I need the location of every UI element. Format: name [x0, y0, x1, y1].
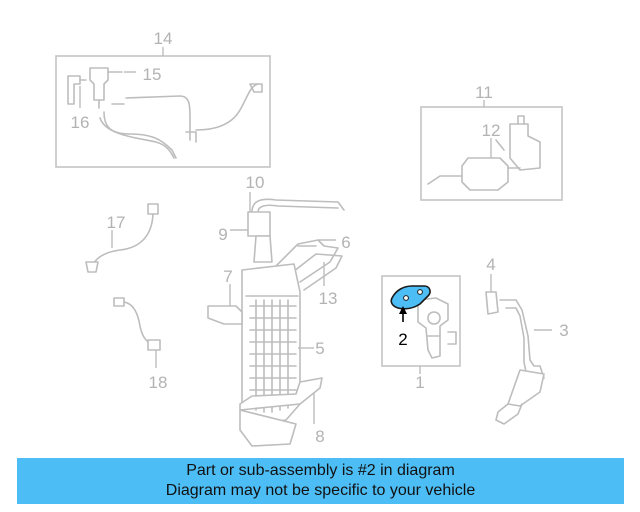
- group-box-11: [420, 100, 563, 201]
- callout-16: 16: [71, 113, 90, 132]
- callout-9: 9: [218, 225, 227, 244]
- sensor-17: [85, 203, 159, 273]
- callout-6: 6: [341, 233, 350, 252]
- callout-3: 3: [559, 321, 568, 340]
- tube-3: [485, 274, 552, 425]
- callout-8: 8: [315, 427, 324, 446]
- group-box-1: [381, 275, 461, 374]
- callout-1: 1: [415, 373, 424, 392]
- callout-5: 5: [315, 339, 324, 358]
- callout-17: 17: [107, 213, 126, 232]
- callout-15: 15: [143, 65, 162, 84]
- callout-4: 4: [486, 255, 495, 274]
- callout-11: 11: [475, 83, 493, 102]
- canister-assembly: [207, 192, 345, 447]
- callout-18: 18: [149, 373, 168, 392]
- parts-diagram: 14 15 16 11 12 10 9 6 17 7 13 5 18 8 4 3…: [55, 29, 569, 447]
- sensor-18: [113, 297, 161, 368]
- callout-7: 7: [223, 267, 232, 286]
- callout-2-highlighted: 2: [398, 330, 407, 349]
- banner-line-1: Part or sub-assembly is #2 in diagram: [186, 462, 455, 479]
- info-banner: Part or sub-assembly is #2 in diagram Di…: [17, 458, 624, 504]
- banner-line-2: Diagram may not be specific to your vehi…: [165, 482, 476, 499]
- group-box-14: [55, 47, 271, 168]
- callout-10: 10: [246, 173, 265, 192]
- callout-14: 14: [154, 29, 173, 48]
- callout-13: 13: [319, 289, 338, 308]
- callout-12: 12: [482, 121, 501, 140]
